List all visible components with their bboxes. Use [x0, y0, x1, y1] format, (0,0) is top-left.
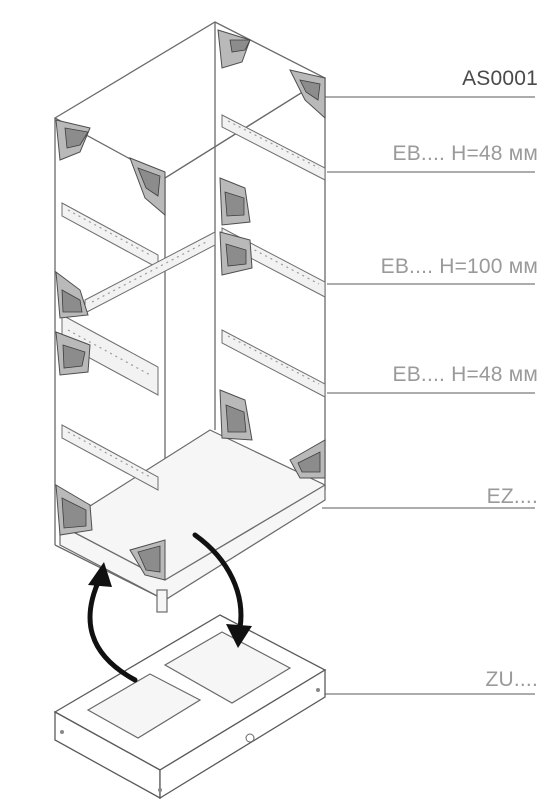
rail-cross-middle [84, 231, 216, 314]
bracket-top-right-fold [299, 79, 321, 101]
bracket-bottom-front-fold [137, 545, 161, 573]
label-as0001: AS0001 [462, 67, 538, 90]
bracket-bottom-right-fold [297, 451, 321, 473]
rail-holes [67, 209, 153, 257]
bracket-top-right [289, 69, 326, 120]
rail-left-bottom [61, 424, 159, 491]
rail-right-top [221, 114, 326, 181]
rail-holes [227, 235, 320, 285]
bracket-top-rear-fold [229, 39, 251, 53]
plinth-base-zu [53, 614, 327, 800]
arrow-down-head [226, 624, 252, 648]
plinth-corner-dot [158, 788, 162, 792]
rail-holes [67, 431, 153, 479]
plinth-bolt-hole [245, 733, 255, 743]
label-zu: ZU.... [485, 668, 538, 691]
rail-left-middle [61, 314, 159, 396]
label-eb-h100: EB.... H=100 мм [380, 255, 538, 278]
bracket-mid-right-1-fold [224, 191, 245, 217]
plinth-inner-opening-1 [86, 673, 202, 739]
bracket-mid-left-1-fold [61, 289, 83, 313]
leader-lines [320, 96, 535, 695]
bracket-mid-left-2-fold [62, 344, 86, 369]
arrow-up-curve [87, 575, 138, 683]
label-eb-h48-top: EB.... H=48 мм [392, 142, 538, 165]
rail-right-bottom [221, 329, 326, 398]
rail-holes [67, 329, 153, 377]
assembly-arrows [87, 532, 252, 683]
rail-left-top [61, 202, 159, 269]
label-eb-h48-bottom: EB.... H=48 мм [392, 363, 538, 386]
plinth-corner-dot [316, 688, 320, 692]
arrow-up-head [88, 562, 112, 587]
bracket-mid-right-2-fold [225, 243, 247, 267]
plinth-corner-dot [60, 730, 64, 734]
bracket-bottom-left-fold [61, 497, 87, 529]
bracket-top-left-fold [64, 127, 89, 149]
rails-left [61, 202, 216, 491]
bracket-top-front-fold [137, 167, 161, 197]
bottom-plate-edge-2 [164, 484, 326, 581]
plinth-inner-opening-2 [163, 631, 292, 704]
bottom-plate-ez [59, 429, 326, 601]
rail-holes [91, 240, 209, 303]
rail-holes [227, 335, 320, 385]
bottom-plate-tab [156, 589, 168, 613]
corner-brackets [55, 29, 326, 581]
label-ez: EZ.... [486, 485, 538, 508]
rail-holes [227, 120, 320, 169]
arrow-down-curve [192, 532, 244, 631]
bracket-low-right-fold [225, 404, 247, 433]
